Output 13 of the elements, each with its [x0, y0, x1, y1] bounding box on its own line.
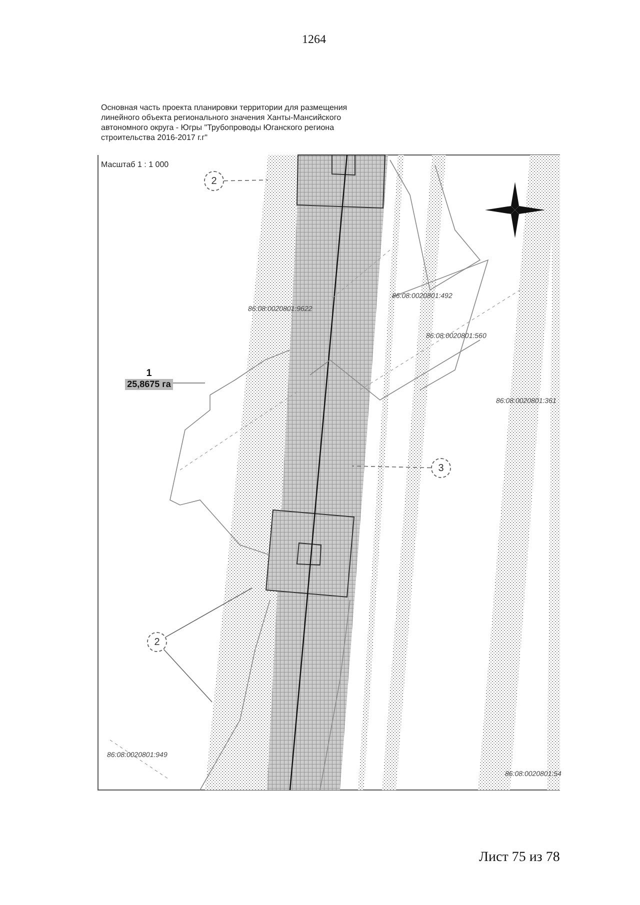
callout-number: 2 — [147, 632, 167, 652]
leader-line — [163, 648, 212, 702]
scale-note: Масштаб 1 : 1 000 — [101, 160, 169, 170]
leader-line — [224, 180, 268, 182]
page-number: 1264 — [302, 32, 326, 46]
callout-number: 3 — [431, 458, 451, 478]
leader-line — [165, 588, 252, 638]
area-value: 25,8675 га — [125, 379, 173, 390]
callout-number: 2 — [204, 171, 224, 191]
sheet-number: Лист 75 из 78 — [479, 850, 560, 867]
leader-line — [172, 382, 206, 384]
area-number: 1 — [146, 368, 152, 379]
leader-line — [352, 466, 432, 468]
